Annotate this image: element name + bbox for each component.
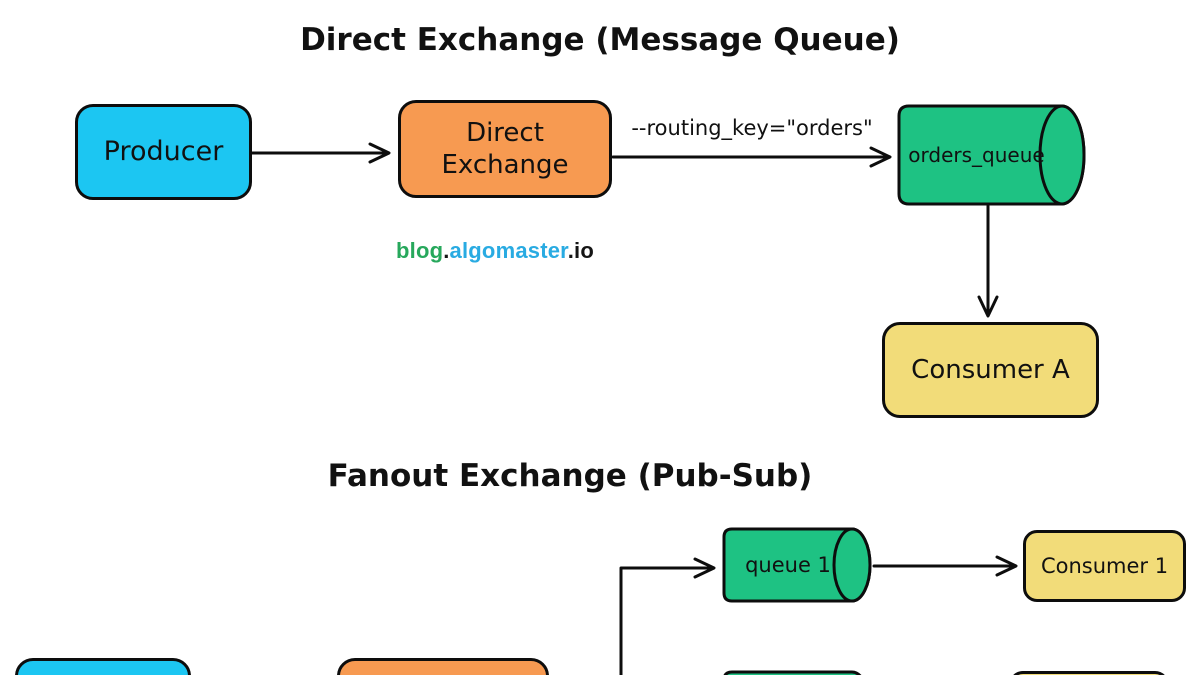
orders-queue-label: orders_queue [908, 143, 1045, 167]
watermark-blog: blog [396, 238, 444, 263]
producer-box: Producer [75, 104, 252, 200]
queue-2-cylinder-partial [723, 670, 862, 675]
fanout-exchange-box-partial [337, 658, 549, 675]
direct-exchange-label-line2: Exchange [441, 150, 569, 180]
arrow-orders-queue-to-consumer-a [977, 204, 999, 318]
consumer-1-label: Consumer 1 [1040, 554, 1169, 578]
direct-exchange-label-line1: Direct [466, 117, 544, 148]
queue-1-label: queue 1 [745, 553, 831, 577]
arrow-queue-1-to-consumer-1 [872, 555, 1018, 577]
arrow-exchange-to-orders-queue [611, 146, 892, 168]
direct-exchange-title: Direct Exchange (Message Queue) [300, 22, 900, 58]
consumer-1-box: Consumer 1 [1023, 530, 1186, 602]
routing-key-label: --routing_key="orders" [631, 116, 873, 140]
direct-exchange-box: Direct Exchange [398, 100, 612, 198]
watermark-dot: . [443, 238, 450, 263]
watermark: blog.algomaster.io [0, 238, 990, 264]
consumer-a-box: Consumer A [882, 322, 1099, 418]
fanout-exchange-title: Fanout Exchange (Pub-Sub) [327, 458, 813, 494]
producer-label: Producer [103, 136, 224, 168]
consumer-a-label: Consumer A [911, 354, 1070, 385]
direct-exchange-label: Direct Exchange [441, 117, 568, 182]
watermark-io: .io [567, 238, 594, 263]
orders-queue-cylinder [897, 104, 1086, 206]
arrow-fanout-to-queue-1 [619, 557, 716, 675]
watermark-algomaster: algomaster [449, 238, 568, 263]
queue-1-cylinder [722, 527, 872, 603]
fanout-producer-box-partial [15, 658, 191, 675]
arrow-producer-to-exchange [250, 142, 391, 164]
consumer-2-box-partial [1009, 671, 1169, 675]
